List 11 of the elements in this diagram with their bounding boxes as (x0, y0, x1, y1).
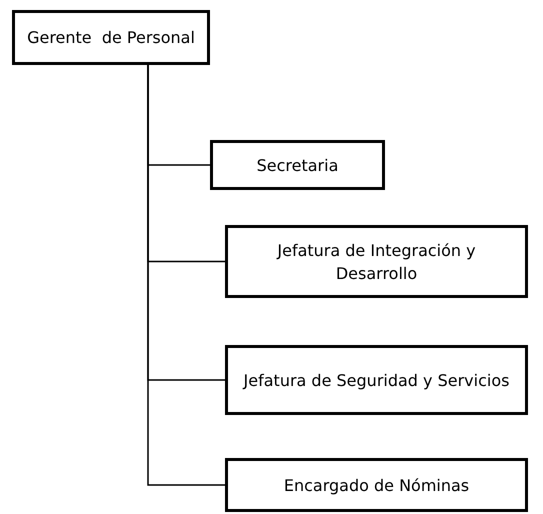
box-label: Gerente de Personal (26, 27, 196, 49)
org-box (225, 458, 528, 512)
org-box (210, 140, 385, 190)
connector-line (147, 65, 225, 486)
org-box (225, 225, 528, 298)
org-box (225, 345, 528, 415)
box-label: Jefatura de Seguridad y Servicios (242, 370, 510, 392)
box-label: Encargado de Nóminas (282, 474, 470, 496)
box-label: Jefatura de Integración y Desarrollo (276, 240, 477, 284)
box-label: Secretaria (256, 154, 340, 176)
org-box (12, 10, 210, 65)
